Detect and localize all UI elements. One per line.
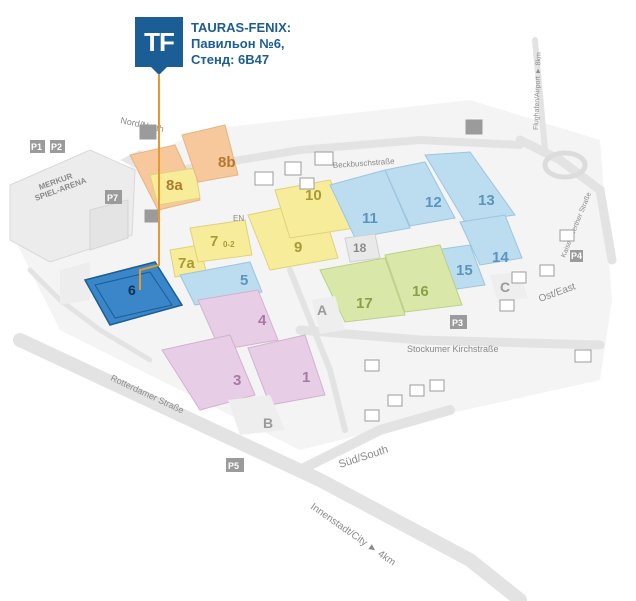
hall-label-3: 3 <box>233 372 241 389</box>
hall-label-4: 4 <box>258 312 267 329</box>
parking-p7-badge <box>105 190 122 204</box>
parking-p3-badge <box>450 315 467 329</box>
road-beckbusch <box>176 135 524 174</box>
label-en: EN <box>233 214 244 223</box>
parking-badges: P1 P2 P7 P3 P4 P5 <box>30 140 583 472</box>
marker-pointer-icon <box>151 67 167 75</box>
hall-1-shape <box>247 334 326 406</box>
hall-label-18: 18 <box>353 241 367 255</box>
hall-18-shape <box>344 233 381 263</box>
parking-p1-label: P1 <box>31 142 42 152</box>
entrance-c: C <box>500 279 510 295</box>
hall-13-shape <box>424 151 516 223</box>
entrance-a: A <box>317 302 327 318</box>
marker-connector <box>139 75 160 290</box>
hall-label-16: 16 <box>412 283 429 300</box>
logo-text: TF <box>144 26 175 57</box>
hall-label-15: 15 <box>456 262 473 279</box>
road-west-loop <box>27 267 153 363</box>
hall-label-1: 1 <box>302 369 310 386</box>
roundabout <box>542 150 588 180</box>
road-south-arm <box>295 405 455 475</box>
road-inner <box>287 267 348 433</box>
hall-labels: 8a 8b 7a 7 0-2 9 10 11 12 13 14 15 16 17… <box>128 154 509 389</box>
hall-label-7-sub: 0-2 <box>223 240 235 249</box>
hall-16-shape <box>384 244 463 313</box>
label-stockumer: Stockumer Kirchstraße <box>407 344 499 354</box>
road-stockumer <box>295 325 605 350</box>
parking-p4-label: P4 <box>571 251 582 261</box>
parking-p1-badge <box>30 140 45 153</box>
hall-label-9: 9 <box>294 239 302 256</box>
callout-pavilion: Павильон №6, <box>191 36 285 51</box>
entrance-b: B <box>263 415 273 431</box>
hall-label-7: 7 <box>210 233 218 250</box>
hall-label-14: 14 <box>492 249 509 266</box>
parking-p5-badge <box>226 458 244 472</box>
hall-label-6: 6 <box>128 282 136 298</box>
hall-label-17: 17 <box>356 295 373 312</box>
hall-label-13: 13 <box>478 192 495 209</box>
hall-4-shape <box>197 289 279 351</box>
callout-stand: Стенд: 6B47 <box>191 52 270 67</box>
hall-11-shape <box>329 169 411 239</box>
parking-p5-label: P5 <box>228 461 239 471</box>
stand-callout: TAURAS-FENIX: Павильон №6, Стенд: 6B47 <box>191 20 291 68</box>
callout-company: TAURAS-FENIX: <box>191 20 292 35</box>
road-airport <box>532 37 548 153</box>
arena-blocks <box>9 149 155 305</box>
label-beckbusch: Beckbuschstraße <box>333 157 396 170</box>
road-rotterdamer <box>13 333 527 601</box>
hall-6-inner <box>94 271 173 319</box>
hall-12-shape <box>384 161 456 227</box>
halls <box>83 124 523 411</box>
hall-label-12: 12 <box>425 194 442 211</box>
hall-14-shape <box>459 214 523 266</box>
parking-p2-label: P2 <box>51 142 62 152</box>
hall-label-8b: 8b <box>218 154 236 171</box>
hall-7-shape <box>189 219 253 263</box>
parking-p7-label: P7 <box>107 193 118 203</box>
facility-icons <box>139 119 592 422</box>
hall-label-5: 5 <box>240 272 248 289</box>
entrances: A B C <box>228 272 528 435</box>
parking-p2-badge <box>50 140 65 153</box>
hall-label-11: 11 <box>362 210 378 227</box>
hall-8a-yellow <box>149 167 201 206</box>
parking-p4-badge <box>570 250 583 262</box>
label-flughafen: Flughafen/Airport ► 8km <box>533 52 543 130</box>
hall-8b-shape <box>181 124 239 183</box>
hall-label-7a: 7a <box>178 255 195 272</box>
hall-label-8a: 8a <box>166 177 183 194</box>
parking-p3-label: P3 <box>452 318 463 328</box>
hall-label-10: 10 <box>305 187 322 204</box>
hall-3-shape <box>161 334 256 411</box>
tauras-fenix-logo: TF <box>135 17 183 67</box>
